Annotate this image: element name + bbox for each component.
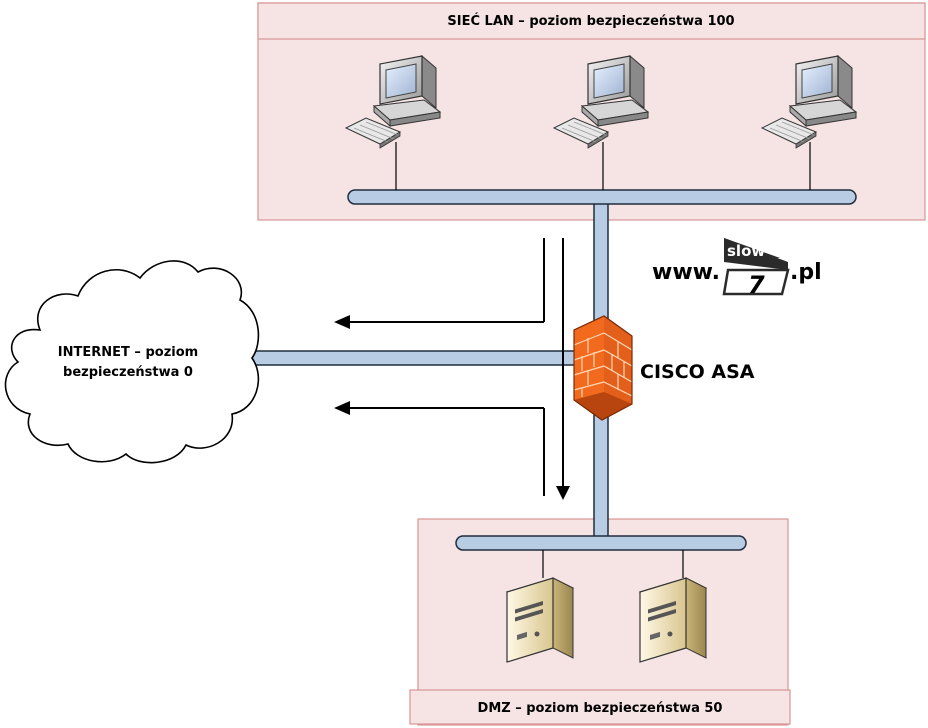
arrow-head-upper [334, 315, 350, 329]
lan-bus [347, 189, 857, 205]
arrow-head-lower [334, 401, 350, 415]
logo-tag: slow [727, 242, 765, 260]
firewall-brick-icon [573, 315, 633, 421]
internet-label-line2: bezpieczeństwa 0 [63, 365, 193, 380]
arrow-head-down [556, 486, 570, 500]
dmz-zone-title: DMZ – poziom bezpieczeństwa 50 [478, 701, 723, 716]
logo-prefix: www. [652, 260, 720, 285]
traffic-arrows [348, 238, 564, 496]
dmz-server-icon [506, 577, 574, 663]
dmz-server-icon [639, 577, 707, 663]
firewall-label: CISCO ASA [640, 361, 755, 383]
logo-digit: 7 [748, 271, 765, 299]
slow7-logo: www. slow 7 .pl [652, 238, 822, 299]
dmz-bus [455, 535, 747, 551]
internet-label-line1: INTERNET – poziom [58, 345, 198, 360]
internet-link [249, 350, 601, 366]
dmz-zone: DMZ – poziom bezpieczeństwa 50 [409, 518, 791, 726]
internet-cloud-icon: INTERNET – poziom bezpieczeństwa 0 [4, 260, 260, 464]
logo-suffix: .pl [790, 260, 822, 285]
lan-zone-title: SIEĆ LAN – poziom bezpieczeństwa 100 [447, 13, 734, 29]
